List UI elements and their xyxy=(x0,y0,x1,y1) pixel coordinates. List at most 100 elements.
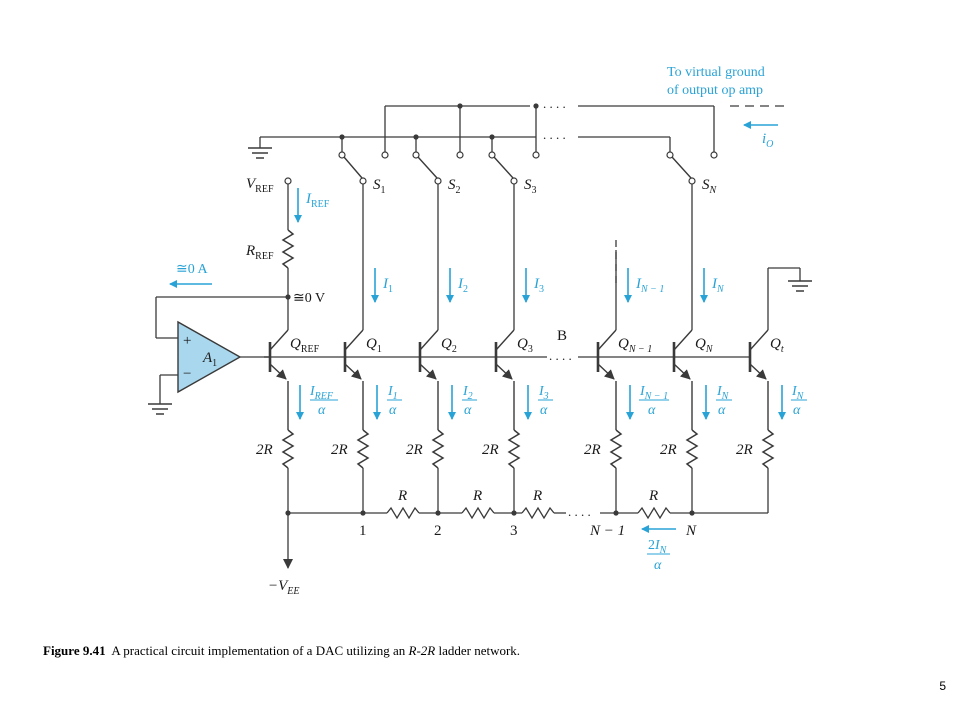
ladder-r-label-1: R xyxy=(397,488,407,504)
vee-label: −VEE xyxy=(268,578,300,597)
qt-label: Qt xyxy=(770,336,784,355)
in-label: IN xyxy=(711,276,725,295)
svg-text:α: α xyxy=(389,403,397,418)
base-bus-dots: . . . . xyxy=(549,348,572,363)
transistor-qn1 xyxy=(596,329,617,430)
opamp-plus: + xyxy=(183,333,191,349)
svg-text:I3: I3 xyxy=(538,384,549,402)
ladder-junction-n xyxy=(689,510,695,516)
iref-label: IREF xyxy=(305,191,330,210)
i2-label: I2 xyxy=(457,276,468,295)
node-n1-label: N − 1 xyxy=(589,523,625,539)
qn1-label: QN − 1 xyxy=(618,336,652,355)
ladder-r-label-3: R xyxy=(532,488,542,504)
ladder-r-label-n: R xyxy=(648,488,658,504)
svg-text:α: α xyxy=(464,403,472,418)
approx-zero-amp-label: ≅0 A xyxy=(176,262,208,277)
two-in-alpha-fraction: 2IN α xyxy=(647,538,670,573)
node-b-label: B xyxy=(557,328,567,344)
svg-text:2IN: 2IN xyxy=(648,538,668,556)
ladder-junction-n1 xyxy=(613,510,619,516)
qn-label: QN xyxy=(695,336,714,355)
label-2r-ref: 2R xyxy=(256,442,273,458)
opamp-label: A1 xyxy=(202,350,217,369)
q1-label: Q1 xyxy=(366,336,382,355)
ground-symbol-qt xyxy=(788,280,812,292)
resistor-2r-2 xyxy=(431,429,445,469)
svg-text:α: α xyxy=(654,558,662,573)
figure-caption: Figure 9.41 A practical circuit implemen… xyxy=(43,643,520,659)
vref-terminal xyxy=(284,177,292,185)
transistor-qref xyxy=(264,329,289,430)
resistor-2r-3 xyxy=(507,429,521,469)
ladder-r-label-2: R xyxy=(472,488,482,504)
switch-sn-label: SN xyxy=(702,177,718,196)
switch-s3-label: S3 xyxy=(524,177,537,196)
qt-alpha-fraction: IN α xyxy=(791,384,807,418)
transistor-q1 xyxy=(343,329,364,430)
svg-text:I1: I1 xyxy=(387,384,398,402)
svg-text:IN: IN xyxy=(716,384,730,402)
vref-label: VREF xyxy=(246,176,274,195)
resistor-2r-ref xyxy=(281,429,295,469)
svg-text:α: α xyxy=(648,403,656,418)
transistor-q2 xyxy=(418,329,439,430)
io-label: iO xyxy=(762,131,773,150)
virtual-ground-note-line1: To virtual ground xyxy=(667,65,765,80)
transistor-q3 xyxy=(494,329,515,430)
resistor-2r-t xyxy=(761,429,775,469)
bus-dots-bottom: . . . . xyxy=(543,127,566,142)
ladder-dots: . . . . xyxy=(568,504,591,519)
in1-label: IN − 1 xyxy=(635,276,664,295)
caption-emph: R-2R xyxy=(408,643,436,658)
resistor-2r-n xyxy=(685,429,699,469)
i1-label: I1 xyxy=(382,276,393,295)
q2-label: Q2 xyxy=(441,336,457,355)
i3-alpha-fraction: I3 α xyxy=(538,384,553,418)
switch-s1-label: S1 xyxy=(373,177,386,196)
svg-text:IN − 1: IN − 1 xyxy=(639,384,668,402)
caption-text-2: ladder network. xyxy=(435,643,521,658)
switch-s2-label: S2 xyxy=(448,177,461,196)
rref-resistor xyxy=(281,229,295,269)
node-1-label: 1 xyxy=(359,523,367,539)
caption-label: Figure 9.41 xyxy=(43,643,106,658)
switch-bus xyxy=(259,105,786,152)
transistor-qn xyxy=(672,329,693,430)
switch-arms xyxy=(343,156,692,179)
i1-alpha-fraction: I1 α xyxy=(387,384,402,418)
transistor-qt xyxy=(748,329,769,430)
approx-zero-volt-label: ≅0 V xyxy=(293,291,325,306)
label-2r-3: 2R xyxy=(482,442,499,458)
ground-symbol-opamp xyxy=(148,403,172,415)
virtual-ground-note-line2: of output op amp xyxy=(667,83,763,98)
node-3-label: 3 xyxy=(510,523,518,539)
label-2r-t: 2R xyxy=(736,442,753,458)
node-n-label: N xyxy=(685,523,697,539)
ladder-junction-2 xyxy=(435,510,441,516)
opamp-a1 xyxy=(177,320,242,394)
switch-contacts xyxy=(338,151,718,185)
svg-text:I2: I2 xyxy=(462,384,473,402)
qref-label: QREF xyxy=(290,336,320,355)
ladder-junction-1 xyxy=(360,510,366,516)
collector-wires xyxy=(362,184,801,330)
svg-text:α: α xyxy=(793,403,801,418)
resistor-2r-n1 xyxy=(609,429,623,469)
label-2r-2: 2R xyxy=(406,442,423,458)
ground-symbol-bus xyxy=(248,147,272,159)
svg-text:IN: IN xyxy=(791,384,805,402)
label-2r-n: 2R xyxy=(660,442,677,458)
bus-junctions xyxy=(339,103,539,140)
ladder-junction-3 xyxy=(511,510,517,516)
svg-text:IREF: IREF xyxy=(309,384,334,402)
caption-text-1: A practical circuit implementation of a … xyxy=(111,643,409,658)
resistor-2r-1 xyxy=(356,429,370,469)
svg-text:α: α xyxy=(318,403,326,418)
svg-text:α: α xyxy=(540,403,548,418)
i3-label: I3 xyxy=(533,276,544,295)
svg-text:α: α xyxy=(718,403,726,418)
i2-alpha-fraction: I2 α xyxy=(462,384,477,418)
in-alpha-fraction: IN α xyxy=(716,384,732,418)
bus-dots-top: . . . . xyxy=(543,96,566,111)
